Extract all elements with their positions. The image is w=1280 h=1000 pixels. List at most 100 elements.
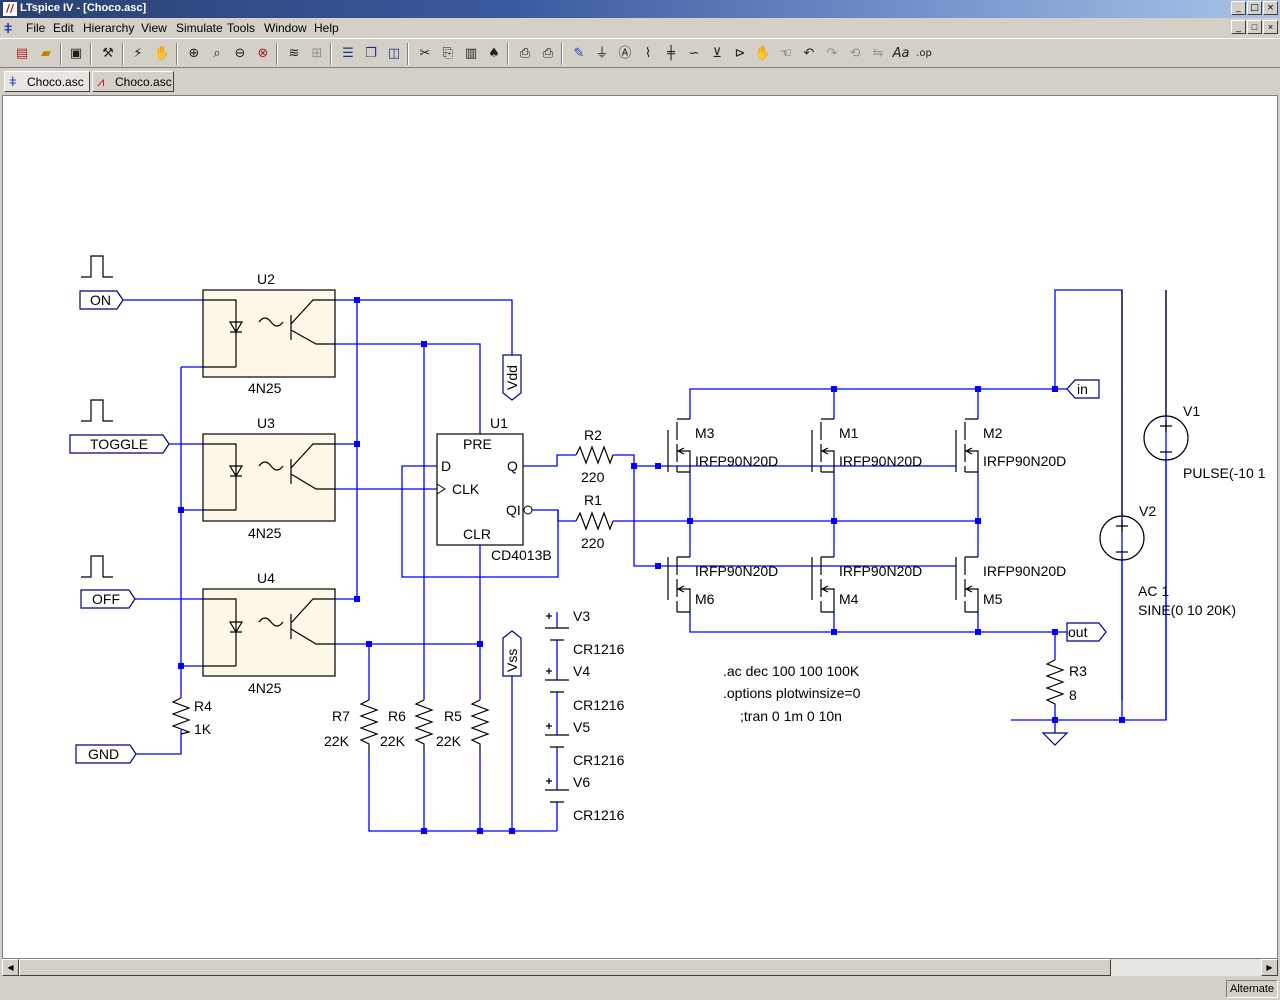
schematic-drawing[interactable]: ON TOGGLE OFF GND Vdd Vss in out U2 4N25… — [3, 96, 1277, 958]
optocoupler-u4[interactable]: U4 4N25 — [202, 570, 336, 696]
new-schematic-icon[interactable]: ▤ — [15, 46, 29, 61]
rotate-icon[interactable]: ⟲ — [849, 46, 861, 61]
zoom-rect-icon[interactable]: ⌕ — [213, 46, 221, 61]
capacitor-icon[interactable]: ╪ — [667, 46, 675, 61]
open-icon[interactable]: ▰ — [41, 46, 51, 61]
zoom-out-icon[interactable]: ⊖ — [234, 46, 246, 61]
menu-help[interactable]: Help — [314, 21, 339, 35]
close-button[interactable]: × — [1263, 1, 1278, 15]
tile-vertical-icon[interactable]: ◫ — [387, 46, 401, 61]
menu-edit[interactable]: Edit — [53, 21, 74, 35]
maximize-button[interactable]: □ — [1247, 1, 1262, 15]
save-icon[interactable]: ▣ — [69, 46, 83, 61]
scroll-right-icon[interactable]: ▶ — [1261, 959, 1278, 976]
net-label-in-text: in — [1077, 381, 1088, 397]
control-panel-icon[interactable]: ⚒ — [102, 46, 114, 61]
minimize-button[interactable]: _ — [1231, 1, 1246, 15]
schematic-icon[interactable]: ǂ — [4, 20, 13, 36]
autoscale-icon[interactable]: ≋ — [288, 46, 300, 61]
directive-options[interactable]: .options plotwinsize=0 — [723, 685, 861, 701]
flipflop-u1[interactable]: U1 PRE D CLK CLR Q QI CD4013B — [436, 415, 552, 563]
opto-u3-ref: U3 — [257, 415, 275, 431]
move-icon[interactable]: ✋ — [754, 46, 772, 61]
zoom-in-icon[interactable]: ⊕ — [188, 46, 200, 61]
wire-icon[interactable]: ✎ — [573, 46, 585, 61]
redo-icon[interactable]: ↷ — [826, 46, 838, 61]
m5-model: IRFP90N20D — [983, 563, 1066, 579]
text-icon[interactable]: Aa — [892, 46, 910, 61]
diode-icon[interactable]: ⊻ — [712, 46, 722, 61]
waveform-icon[interactable]: ⊞ — [311, 46, 323, 61]
directive-tran-comment[interactable]: ;tran 0 1m 0 10n — [740, 708, 842, 724]
halt-icon[interactable]: ✋ — [153, 46, 171, 61]
copy-icon[interactable]: ⎘ — [442, 46, 454, 61]
tile-horizontal-icon[interactable]: ☰ — [342, 46, 354, 61]
cut-icon[interactable]: ✂ — [419, 46, 431, 61]
menu-window[interactable]: Window — [264, 21, 307, 35]
m4-model: IRFP90N20D — [839, 563, 922, 579]
net-label-off[interactable] — [80, 589, 136, 609]
ff-pin-q: Q — [507, 458, 518, 474]
v6-model: CR1216 — [573, 807, 625, 823]
document-tabs: ǂ Choco.asc ⩘ Choco.asc — [0, 69, 1280, 93]
ff-pin-pre: PRE — [463, 436, 492, 452]
ff-pin-clr: CLR — [463, 526, 491, 542]
v3-ref: V3 — [573, 608, 590, 624]
tab-schematic[interactable]: ǂ Choco.asc — [4, 71, 90, 92]
net-label-in[interactable] — [1066, 379, 1100, 399]
v6-ref: V6 — [573, 774, 590, 790]
directive-ac[interactable]: .ac dec 100 100 100K — [723, 663, 860, 679]
print-icon[interactable]: ⎙ — [542, 46, 554, 61]
ground-icon[interactable]: ⏚ — [595, 46, 609, 61]
scroll-left-icon[interactable]: ◀ — [2, 959, 19, 976]
window-title: LTspice IV - [Choco.asc] — [20, 2, 147, 14]
schematic-canvas[interactable]: ON TOGGLE OFF GND Vdd Vss in out U2 4N25… — [2, 95, 1278, 959]
r7-value: 22K — [324, 733, 350, 749]
net-label-gnd[interactable] — [75, 744, 137, 764]
inductor-icon[interactable]: ∽ — [688, 46, 700, 61]
v4-ref: V4 — [573, 663, 590, 679]
net-label-vdd[interactable] — [502, 354, 522, 401]
m1-model: IRFP90N20D — [839, 453, 922, 469]
title-bar: // LTspice IV - [Choco.asc] _ □ × — [0, 0, 1280, 18]
drag-icon[interactable]: ☜ — [780, 46, 792, 61]
m6-ref: M6 — [695, 591, 715, 607]
menu-hierarchy[interactable]: Hierarchy — [83, 21, 135, 35]
menu-tools[interactable]: Tools — [227, 21, 256, 35]
mdi-close-button[interactable]: × — [1263, 20, 1278, 34]
junction-dots — [178, 297, 1125, 834]
net-label-vss[interactable] — [502, 630, 522, 677]
horizontal-scrollbar[interactable]: ◀ ▶ — [2, 959, 1278, 976]
menu-simulate[interactable]: Simulate — [176, 21, 223, 35]
net-label-on[interactable] — [79, 290, 124, 310]
undo-icon[interactable]: ↶ — [803, 46, 815, 61]
mdi-restore-button[interactable]: □ — [1247, 20, 1262, 34]
print-preview-icon[interactable]: ⎙ — [519, 46, 531, 61]
mirror-icon[interactable]: ⇋ — [872, 46, 884, 61]
optocoupler-u2[interactable]: U2 4N25 — [202, 271, 336, 396]
scroll-thumb[interactable] — [19, 959, 1111, 976]
tab-waveform[interactable]: ⩘ Choco.asc — [92, 71, 174, 92]
m5-ref: M5 — [983, 591, 1003, 607]
net-label-out[interactable] — [1066, 622, 1107, 642]
paste-icon[interactable]: ▥ — [464, 46, 478, 61]
find-icon[interactable]: ♠ — [488, 46, 500, 61]
cascade-icon[interactable]: ❐ — [365, 46, 377, 61]
net-label-toggle[interactable] — [69, 434, 170, 454]
battery-symbols — [545, 613, 569, 803]
resistor-icon[interactable]: ⌇ — [644, 46, 652, 61]
spice-directive-icon[interactable]: .op — [916, 48, 932, 59]
menu-view[interactable]: View — [141, 21, 167, 35]
r3-value: 8 — [1069, 687, 1077, 703]
menu-file[interactable]: File — [26, 21, 46, 35]
v5-model: CR1216 — [573, 752, 625, 768]
ltspice-app-icon[interactable]: // — [3, 2, 17, 16]
mdi-minimize-button[interactable]: _ — [1231, 20, 1246, 34]
run-icon[interactable]: ⚡ — [133, 46, 143, 61]
component-icon[interactable]: ⊳ — [734, 46, 746, 61]
zoom-fit-icon[interactable]: ⊗ — [257, 46, 269, 61]
ground-symbol[interactable] — [1041, 732, 1069, 746]
optocoupler-u3[interactable]: U3 4N25 — [202, 415, 336, 541]
v2-value-ac: AC 1 — [1138, 583, 1169, 599]
label-icon[interactable]: Ⓐ — [618, 46, 632, 61]
